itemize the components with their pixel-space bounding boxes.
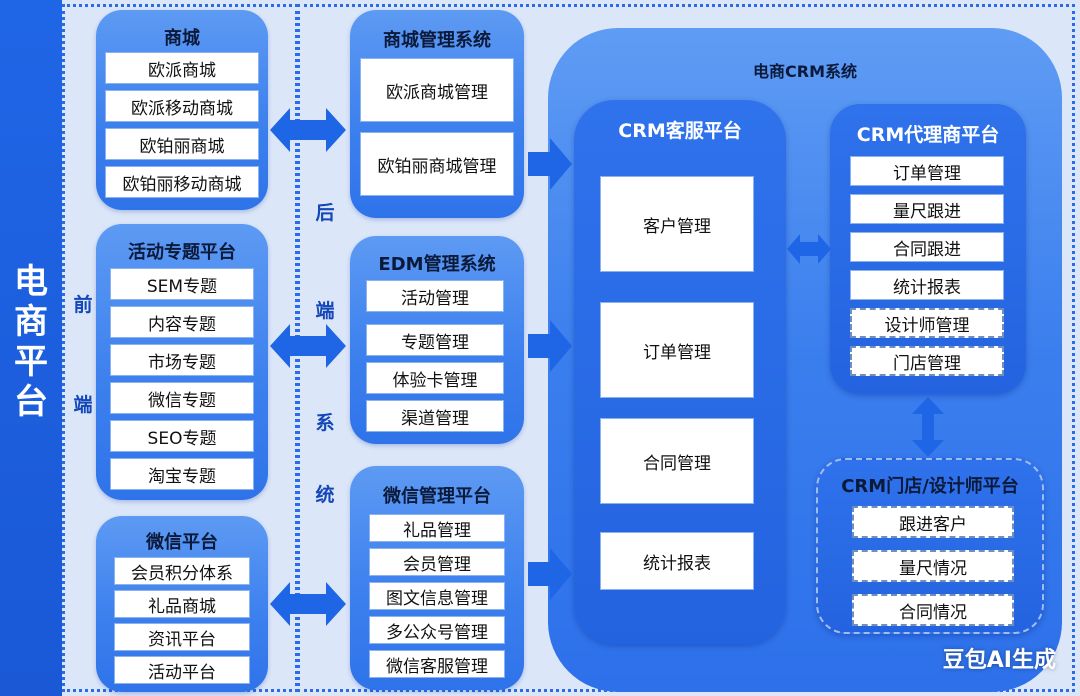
crm-agent-item: 门店管理 [850, 346, 1004, 376]
wechat-mgmt-panel: 微信管理平台 礼品管理 会员管理 图文信息管理 多公众号管理 微信客服管理 [350, 466, 524, 690]
activity-item: 内容专题 [110, 306, 254, 338]
mall-item: 欧派商城 [105, 52, 259, 84]
frontend-label-1: 前 [73, 294, 93, 316]
right-arrow-icon [528, 548, 572, 600]
crm-store-title: CRM门店/设计师平台 [841, 476, 1019, 497]
edm-item: 专题管理 [366, 324, 504, 356]
backend-label-3: 系 [315, 412, 335, 434]
wechat-mgmt-item: 多公众号管理 [369, 616, 505, 644]
crm-store-item: 跟进客户 [852, 506, 1014, 538]
activity-item: 淘宝专题 [110, 458, 254, 490]
crm-agent-item: 合同跟进 [850, 232, 1004, 262]
crm-service-panel: CRM客服平台 客户管理 订单管理 合同管理 统计报表 [574, 100, 786, 644]
double-arrow-icon [270, 108, 346, 152]
crm-service-item: 客户管理 [600, 176, 754, 272]
double-arrow-icon [270, 582, 346, 626]
wechat-mgmt-item: 会员管理 [369, 548, 505, 576]
wechat-item: 活动平台 [114, 656, 250, 684]
wechat-mgmt-item: 微信客服管理 [369, 650, 505, 678]
edm-panel: EDM管理系统 活动管理 专题管理 体验卡管理 渠道管理 [350, 236, 524, 444]
activity-item: 市场专题 [110, 344, 254, 376]
backend-label-4: 统 [315, 484, 335, 506]
crm-service-item: 统计报表 [600, 532, 754, 590]
crm-agent-panel: CRM代理商平台 订单管理 量尺跟进 合同跟进 统计报表 设计师管理 门店管理 [830, 104, 1026, 394]
right-arrow-icon [528, 138, 572, 190]
activity-title: 活动专题平台 [128, 242, 236, 263]
backend-label-1: 后 [315, 202, 335, 224]
backend-label-2: 端 [315, 300, 335, 322]
wechat-mgmt-item: 礼品管理 [369, 514, 505, 542]
crm-agent-item: 统计报表 [850, 270, 1004, 300]
double-arrow-icon [270, 324, 346, 368]
crm-service-item: 合同管理 [600, 418, 754, 504]
mall-item: 欧派移动商城 [105, 90, 259, 122]
crm-store-item: 合同情况 [852, 594, 1014, 626]
sidebar [0, 0, 62, 696]
wechat-item: 会员积分体系 [114, 557, 250, 585]
edm-title: EDM管理系统 [378, 254, 496, 275]
crm-service-item: 订单管理 [600, 302, 754, 398]
wechat-mgmt-title: 微信管理平台 [383, 486, 491, 507]
double-arrow-icon [787, 234, 831, 264]
crm-agent-item: 量尺跟进 [850, 194, 1004, 224]
crm-agent-item: 设计师管理 [850, 308, 1004, 338]
vertical-double-arrow-icon [912, 397, 944, 457]
activity-item: SEM专题 [110, 268, 254, 300]
mall-mgmt-item: 欧铂丽商城管理 [360, 132, 514, 196]
activity-item: SEO专题 [110, 420, 254, 452]
crm-store-item: 量尺情况 [852, 550, 1014, 582]
mall-mgmt-item: 欧派商城管理 [360, 58, 514, 122]
mall-mgmt-panel: 商城管理系统 欧派商城管理 欧铂丽商城管理 [350, 10, 524, 218]
edm-item: 体验卡管理 [366, 362, 504, 394]
activity-item: 微信专题 [110, 382, 254, 414]
sidebar-title: 电商平台 [14, 262, 48, 422]
activity-panel: 活动专题平台 SEM专题 内容专题 市场专题 微信专题 SEO专题 淘宝专题 [96, 224, 268, 500]
crm-store-panel: CRM门店/设计师平台 跟进客户 量尺情况 合同情况 [816, 458, 1044, 634]
right-arrow-icon [528, 320, 572, 372]
wechat-title: 微信平台 [146, 532, 218, 553]
wechat-item: 礼品商城 [114, 590, 250, 618]
mall-mgmt-title: 商城管理系统 [383, 30, 491, 51]
crm-service-title: CRM客服平台 [618, 120, 742, 142]
crm-system-title: 电商CRM系统 [753, 62, 857, 81]
watermark: 豆包AI生成 [942, 648, 1056, 673]
mall-item: 欧铂丽商城 [105, 128, 259, 160]
crm-agent-title: CRM代理商平台 [856, 124, 1000, 146]
mall-item: 欧铂丽移动商城 [105, 166, 259, 198]
edm-item: 活动管理 [366, 280, 504, 312]
crm-agent-item: 订单管理 [850, 156, 1004, 186]
wechat-panel: 微信平台 会员积分体系 礼品商城 资讯平台 活动平台 [96, 516, 268, 692]
mall-panel: 商城 欧派商城 欧派移动商城 欧铂丽商城 欧铂丽移动商城 [96, 10, 268, 210]
wechat-mgmt-item: 图文信息管理 [369, 582, 505, 610]
wechat-item: 资讯平台 [114, 623, 250, 651]
mall-title: 商城 [164, 28, 200, 49]
edm-item: 渠道管理 [366, 400, 504, 432]
frontend-label-2: 端 [73, 394, 93, 416]
